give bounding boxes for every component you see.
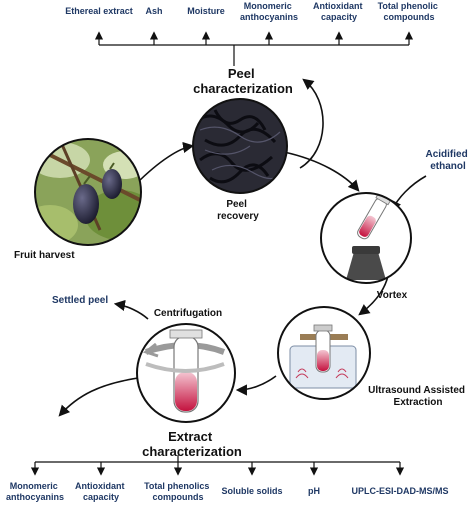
extract-prop-soluble-solids: Soluble solids (221, 486, 282, 496)
fruit-harvest-image (34, 138, 142, 246)
settled-peel-label: Settled peel (52, 295, 108, 306)
peel-prop-antioxidant-capacity: Antioxidant capacity (313, 1, 365, 22)
vortex-image (320, 192, 412, 284)
centrifugation-image (136, 323, 236, 423)
arrow-to-settled-peel (113, 299, 149, 320)
centrifugation-label: Centrifugation (154, 308, 222, 319)
peel-characterization-title: Peel characterization (193, 66, 293, 96)
peel-bracket (94, 31, 414, 66)
peel-prop-moisture: Moisture (187, 6, 225, 16)
flow-arrows (58, 78, 427, 417)
ultrasound-label: Ultrasound Assisted Extraction (368, 385, 468, 408)
extract-bracket (30, 455, 405, 476)
extract-prop-monomeric-anthocyanins: Monomeric anthocyanins (6, 481, 64, 502)
peel-prop-ethereal-extract: Ethereal extract (65, 6, 133, 16)
peel-prop-total-phenolic: Total phenolic compounds (378, 1, 441, 22)
arrow-vortex-to-ultrasound (358, 275, 389, 316)
extract-properties: Monomeric anthocyanins Antioxidant capac… (6, 481, 449, 502)
peel-prop-ash: Ash (145, 6, 162, 16)
arrow-ultrasound-to-centrifugation (235, 375, 277, 396)
arrow-fruit-to-peel (135, 141, 195, 185)
acidified-ethanol-label: Acidified ethanol (425, 149, 470, 172)
peel-prop-monomeric-anthocyanins: Monomeric anthocyanins (240, 1, 298, 22)
arrow-peel-to-characterization (299, 78, 324, 169)
extract-characterization-title: Extract characterization (142, 429, 242, 459)
peel-recovery-image (192, 98, 288, 194)
peel-recovery-label: Peel recovery (217, 199, 259, 222)
extract-prop-antioxidant-capacity: Antioxidant capacity (75, 481, 127, 502)
ultrasound-image (277, 306, 371, 400)
arrow-peel-to-vortex (283, 151, 360, 192)
fruit-harvest-label: Fruit harvest (14, 250, 75, 261)
extract-prop-total-phenolics: Total phenolics compounds (144, 481, 212, 502)
vortex-label: Vortex (377, 290, 408, 301)
peel-properties: Ethereal extract Ash Moisture Monomeric … (65, 1, 441, 22)
extract-prop-ph: pH (308, 486, 320, 496)
extract-prop-uplc: UPLC-ESI-DAD-MS/MS (352, 486, 449, 496)
arrow-to-extract-characterization (58, 377, 139, 417)
